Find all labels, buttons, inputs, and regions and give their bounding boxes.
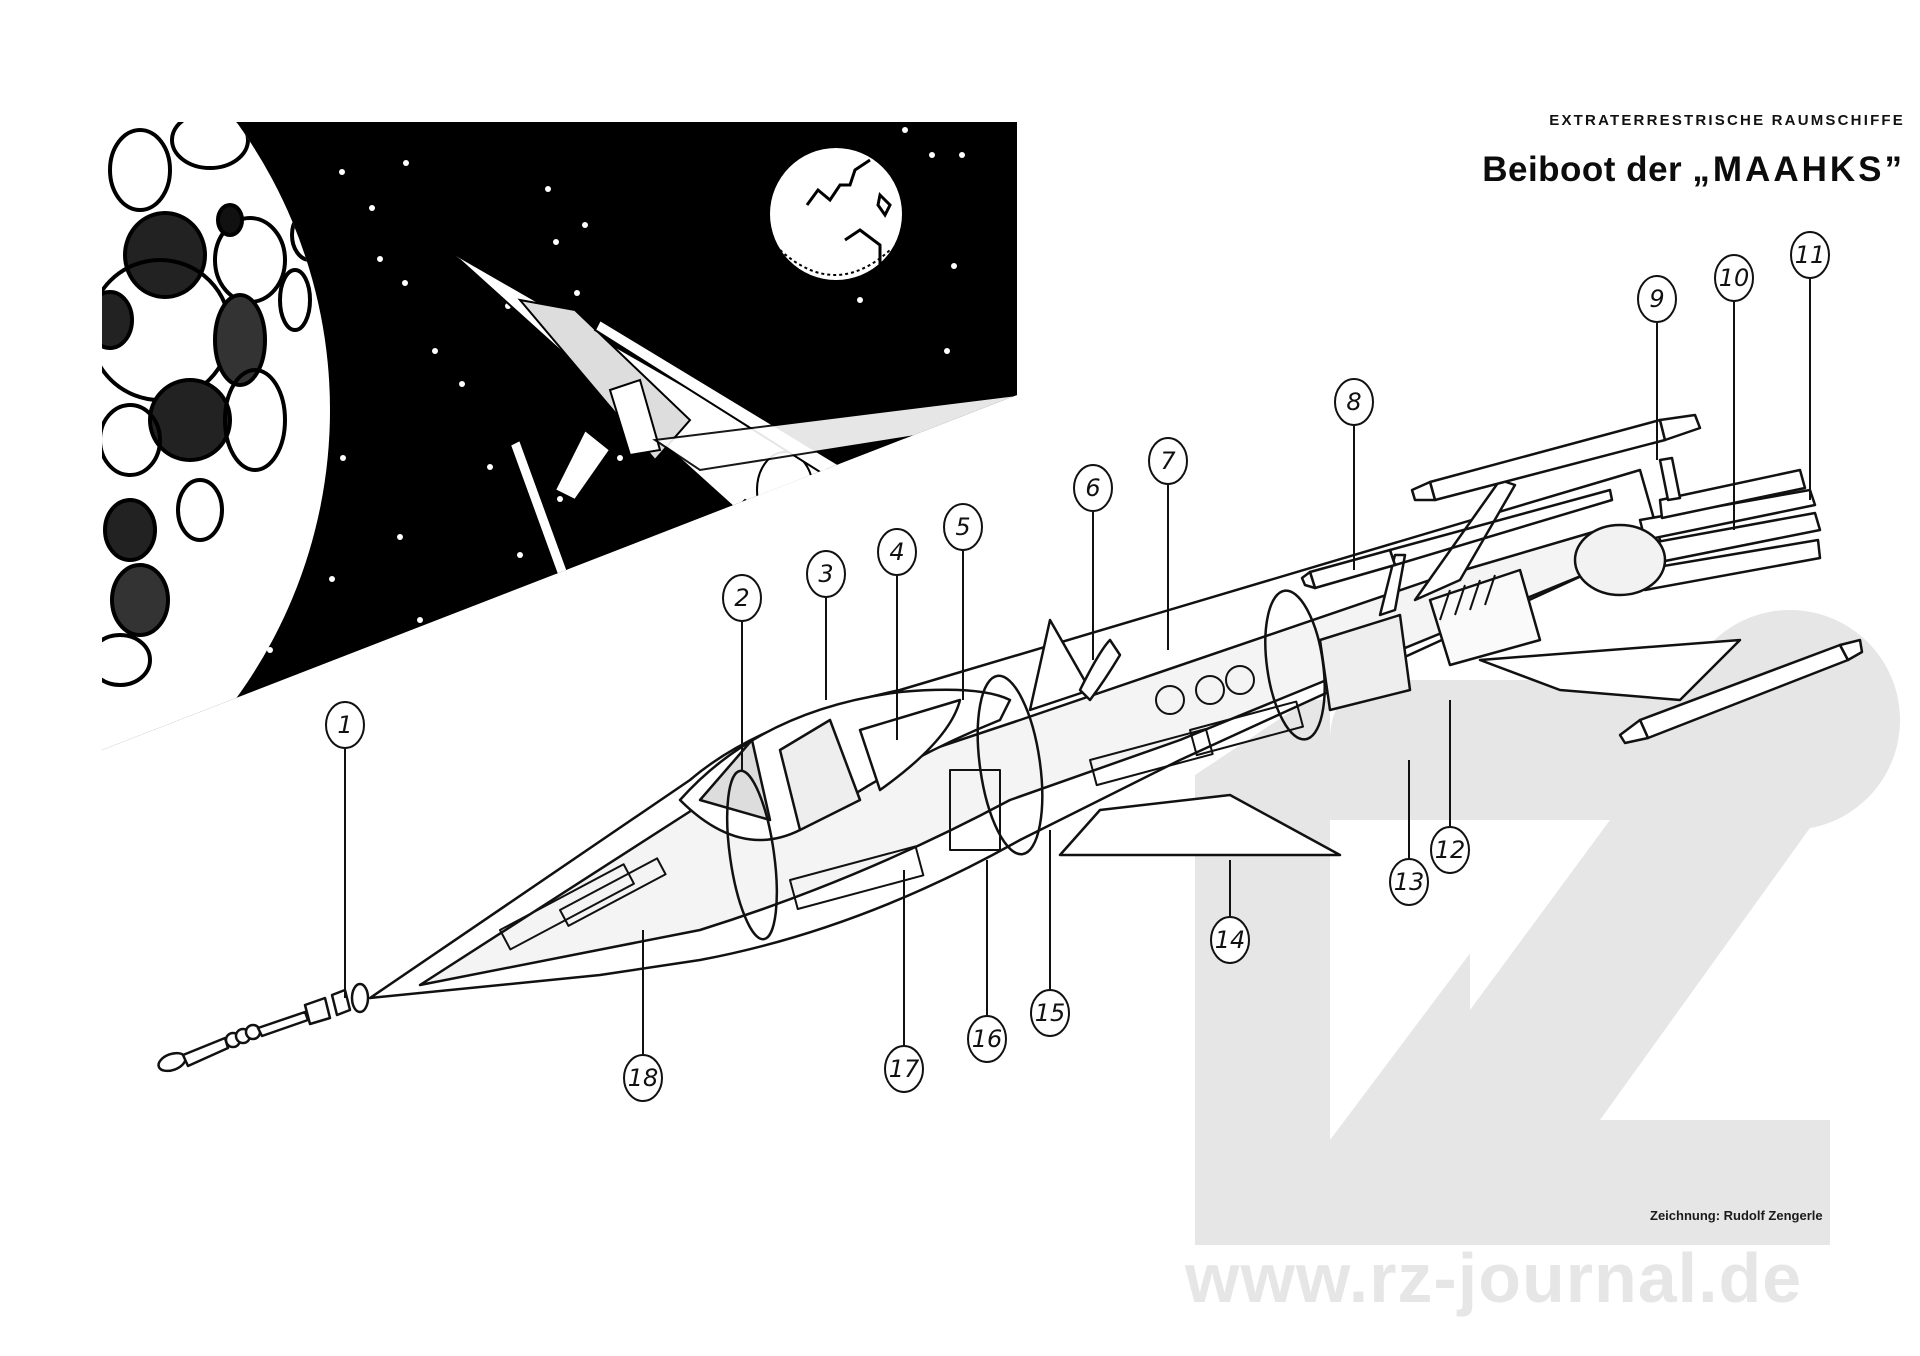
- callout-circle: [1148, 437, 1188, 485]
- title-ship-name: „MAAHKS”: [1692, 150, 1905, 189]
- callout-number: 4: [889, 538, 904, 566]
- callout-18: 18: [623, 930, 663, 1102]
- callout-16: 16: [967, 860, 1007, 1063]
- callout-17: 17: [884, 870, 924, 1093]
- callout-circle: [1790, 231, 1830, 279]
- callout-3: 3: [806, 550, 846, 700]
- space-background: [102, 122, 1017, 750]
- pylon: [1658, 456, 1682, 502]
- callout-circle: [623, 1054, 663, 1102]
- planet: [770, 148, 902, 280]
- callout-number: 5: [955, 513, 970, 541]
- illustrator-credit: Zeichnung: Rudolf Zengerle: [1650, 1208, 1823, 1223]
- callout-6: 6: [1073, 464, 1113, 660]
- callout-circle: [1389, 858, 1429, 906]
- stars: [182, 127, 965, 691]
- dorsal-fin: [1413, 478, 1517, 602]
- weapon-pod-upper: [1410, 413, 1702, 502]
- callout-number: 14: [1215, 926, 1246, 954]
- antenna-fin: [1028, 618, 1092, 712]
- callout-4: 4: [877, 528, 917, 740]
- callout-circle: [722, 574, 762, 622]
- callout-number: 11: [1795, 241, 1826, 269]
- callout-number: 3: [818, 560, 833, 588]
- callout-number: 8: [1346, 388, 1361, 416]
- callout-number: 16: [972, 1025, 1003, 1053]
- callout-number: 18: [628, 1064, 659, 1092]
- callout-circle: [806, 550, 846, 598]
- thruster-tubes: [1638, 468, 1822, 592]
- callout-2: 2: [722, 574, 762, 770]
- callout-circle: [1210, 916, 1250, 964]
- weapon-pod-left: [1300, 488, 1614, 590]
- callout-number: 9: [1649, 285, 1664, 313]
- watermark-url: www.rz-journal.de: [1185, 1239, 1803, 1317]
- interior-machinery: [499, 574, 1496, 951]
- callout-10: 10: [1714, 254, 1754, 530]
- page-title: Beiboot der „MAAHKS”: [1205, 150, 1905, 190]
- callout-number: 7: [1160, 447, 1176, 475]
- callout-14: 14: [1210, 860, 1250, 964]
- callout-circle: [967, 1015, 1007, 1063]
- callout-circle: [325, 701, 365, 749]
- callout-circle: [1430, 826, 1470, 874]
- callout-number: 6: [1085, 474, 1100, 502]
- ventral-fin: [1058, 793, 1342, 857]
- callout-circle: [877, 528, 917, 576]
- callout-circle: [943, 503, 983, 551]
- engine-cone: [1318, 613, 1412, 712]
- callout-circle: [1073, 464, 1113, 512]
- callout-circle: [884, 1045, 924, 1093]
- pylon: [1378, 553, 1407, 617]
- nose-probe: [157, 982, 370, 1073]
- series-kicker: EXTRATERRESTRISCHE RAUMSCHIFFE: [1549, 112, 1905, 129]
- callout-circle: [1030, 989, 1070, 1037]
- engine-section: [1428, 568, 1542, 667]
- callout-11: 11: [1790, 231, 1830, 500]
- logo-dot: [1680, 610, 1900, 830]
- callout-circle: [1637, 275, 1677, 323]
- callout-number: 10: [1719, 264, 1750, 292]
- callout-circle: [1334, 378, 1374, 426]
- callout-number: 13: [1394, 868, 1425, 896]
- callout-12: 12: [1430, 700, 1470, 874]
- callout-number: 17: [889, 1055, 920, 1083]
- weapon-pod-lower: [1618, 638, 1864, 745]
- callout-5: 5: [943, 503, 983, 700]
- antenna-dish: [1078, 638, 1122, 702]
- bulkhead-ring: [725, 769, 779, 941]
- callout-number: 2: [734, 584, 749, 612]
- logo-z-shape: [1330, 680, 1830, 1245]
- callout-circle: [1714, 254, 1754, 302]
- callout-number: 12: [1435, 836, 1466, 864]
- callout-1: 1: [325, 701, 365, 998]
- callout-number: 15: [1035, 999, 1066, 1027]
- callout-number: 1: [337, 711, 352, 739]
- engine-dome: [1573, 523, 1667, 597]
- callout-7: 7: [1148, 437, 1188, 650]
- callout-15: 15: [1030, 830, 1070, 1037]
- callout-13: 13: [1389, 760, 1429, 906]
- callout-8: 8: [1334, 378, 1374, 570]
- wing-right: [1478, 638, 1742, 702]
- callout-9: 9: [1637, 275, 1677, 460]
- title-prefix: Beiboot der: [1482, 150, 1693, 189]
